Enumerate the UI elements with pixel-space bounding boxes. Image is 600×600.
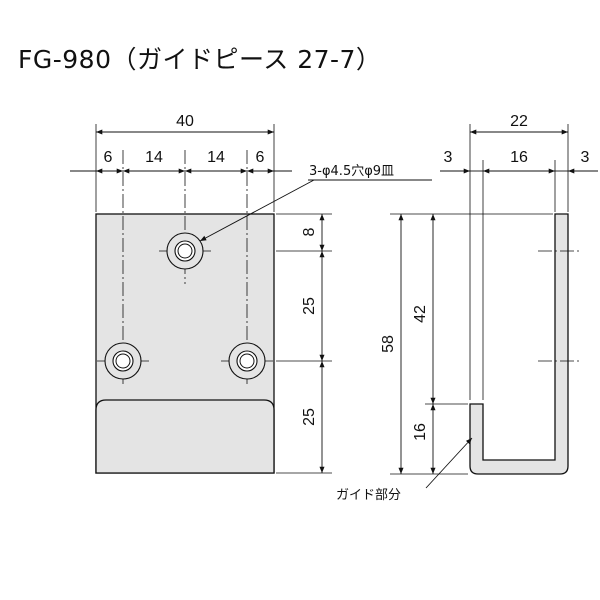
dim-side-width: 22 xyxy=(510,113,528,130)
dim-side-seg-2: 16 xyxy=(510,149,528,166)
side-view: 22 3 16 3 58 42 16 ガイド部分 xyxy=(336,113,598,503)
countersunk-hole-right xyxy=(228,342,266,380)
dim-side-guide-height: 16 xyxy=(412,423,429,441)
guide-note: ガイド部分 xyxy=(336,488,401,503)
dim-side-seg-1: 3 xyxy=(444,149,453,166)
dim-front-v-1: 8 xyxy=(301,227,318,236)
dim-front-width: 40 xyxy=(176,113,194,130)
countersunk-hole-left xyxy=(104,342,142,380)
hole-note: 3-φ4.5穴φ9皿 xyxy=(309,164,394,179)
dim-front-seg-2: 14 xyxy=(145,149,163,166)
side-profile xyxy=(469,213,569,475)
dim-front-v-3: 25 xyxy=(301,408,318,426)
dim-side-upper-height: 42 xyxy=(412,305,429,323)
front-guide-portion xyxy=(95,399,275,474)
dim-side-total-height: 58 xyxy=(380,335,397,353)
front-view: 40 6 14 14 6 3-φ4.5穴φ9皿 xyxy=(70,113,432,474)
dim-front-v-2: 25 xyxy=(301,297,318,315)
dim-side-seg-3: 3 xyxy=(581,149,590,166)
dim-front-seg-3: 14 xyxy=(207,149,225,166)
countersunk-hole-top xyxy=(166,232,204,270)
dim-front-seg-4: 6 xyxy=(256,149,265,166)
diagram-title: FG-980（ガイドピース 27-7） xyxy=(18,45,382,74)
dim-front-seg-1: 6 xyxy=(104,149,113,166)
